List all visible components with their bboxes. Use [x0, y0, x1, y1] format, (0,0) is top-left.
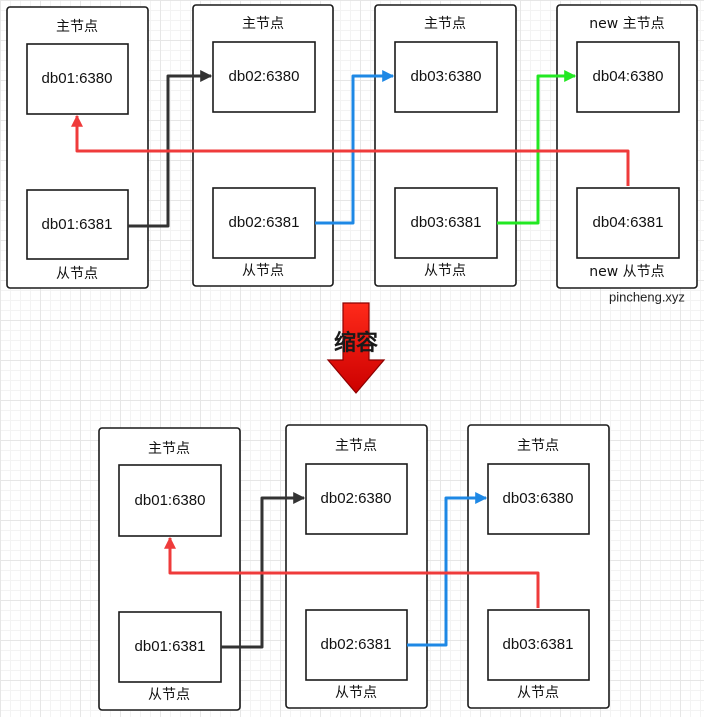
slave-node-box[interactable] [487, 609, 590, 681]
new-master-label: new 主节点 [589, 16, 664, 32]
before-shard-2: 主节点 db02:6380 db02:6381 从节点 [192, 4, 334, 287]
before-shard-4-new: new 主节点 db04:6380 db04:6381 new 从节点 [556, 4, 698, 289]
slave-node-box[interactable] [118, 611, 222, 683]
down-arrow-icon [326, 302, 386, 394]
master-node-box[interactable] [394, 41, 498, 113]
after-shard-3: 主节点 db03:6380 db03:6381 从节点 [467, 424, 610, 709]
slave-node-label: db04:6381 [593, 214, 664, 231]
link-db03-6381-to-db01-6380 [164, 536, 540, 608]
slave-node-label: db03:6381 [503, 636, 574, 653]
slave-label: 从节点 [56, 266, 98, 282]
new-slave-label: new 从节点 [589, 264, 664, 280]
master-node-label: db01:6380 [42, 70, 113, 87]
slave-node-box[interactable] [305, 609, 408, 681]
master-label: 主节点 [424, 16, 466, 32]
master-node-label: db03:6380 [411, 68, 482, 85]
slave-label: 从节点 [242, 263, 284, 279]
slave-node-label: db03:6381 [411, 214, 482, 231]
slave-node-label: db02:6381 [321, 636, 392, 653]
master-label: 主节点 [335, 438, 377, 454]
slave-node-label: db02:6381 [229, 214, 300, 231]
slave-label: 从节点 [517, 685, 559, 701]
master-label: 主节点 [517, 438, 559, 454]
master-node-box[interactable] [118, 464, 222, 537]
master-node-box[interactable] [212, 41, 316, 113]
slave-label: 从节点 [424, 263, 466, 279]
slave-node-label: db01:6381 [135, 638, 206, 655]
link-db04-6381-to-db01-6380 [71, 114, 630, 186]
master-node-label: db04:6380 [593, 68, 664, 85]
master-node-label: db02:6380 [321, 490, 392, 507]
master-label: 主节点 [56, 19, 98, 35]
action-label: 缩容 [334, 330, 378, 356]
before-shard-3: 主节点 db03:6380 db03:6381 从节点 [374, 4, 517, 287]
master-node-box[interactable] [576, 41, 680, 113]
after-shard-2: 主节点 db02:6380 db02:6381 从节点 [285, 424, 428, 709]
master-node-box[interactable] [487, 463, 590, 535]
master-label: 主节点 [148, 441, 190, 457]
after-section: 主节点 db01:6380 db01:6381 从节点 主节点 db02:638… [98, 424, 610, 711]
slave-label: 从节点 [148, 687, 190, 703]
slave-label: 从节点 [335, 685, 377, 701]
master-node-label: db02:6380 [229, 68, 300, 85]
master-node-label: db03:6380 [503, 490, 574, 507]
slave-node-box[interactable] [26, 189, 129, 260]
master-node-box[interactable] [26, 43, 129, 115]
master-node-box[interactable] [305, 463, 408, 535]
watermark: pincheng.xyz [609, 289, 685, 304]
slave-node-box[interactable] [576, 187, 680, 259]
slave-node-box[interactable] [212, 187, 316, 259]
shrink-indicator: 缩容 [326, 302, 386, 394]
master-node-label: db01:6380 [135, 492, 206, 509]
slave-node-label: db01:6381 [42, 216, 113, 233]
before-section: 主节点 db01:6380 db01:6381 从节点 主节点 db02:638… [6, 4, 698, 304]
master-label: 主节点 [242, 16, 284, 32]
